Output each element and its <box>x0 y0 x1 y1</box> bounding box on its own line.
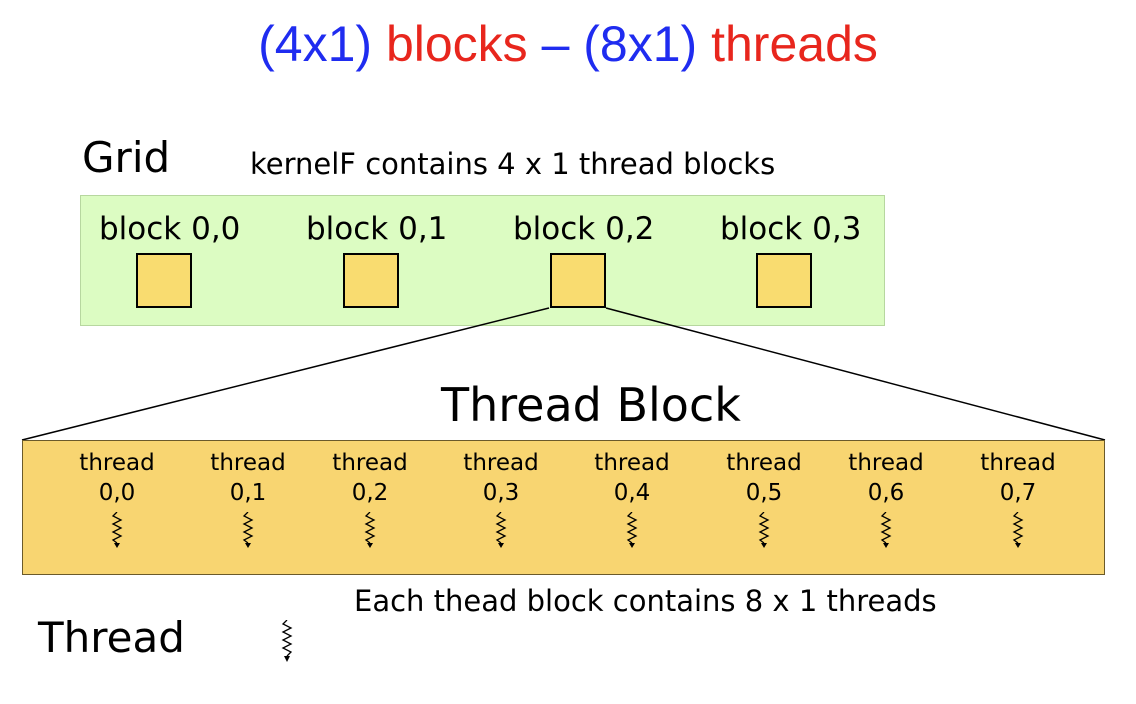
title-thread-dims: – (8x1) <box>541 16 698 72</box>
block-square <box>343 253 399 308</box>
squiggle-thread-icon <box>880 512 892 548</box>
thread-index: 0,7 <box>999 480 1037 506</box>
squiggle-thread-icon <box>281 620 293 662</box>
thread-block-caption: Each thead block contains 8 x 1 threads <box>354 584 937 618</box>
block-square <box>756 253 812 308</box>
title-blocks-word: blocks <box>385 16 528 72</box>
block-label: block 0,0 <box>99 211 241 247</box>
thread-word: thread <box>594 450 670 476</box>
thread-index: 0,6 <box>867 480 905 506</box>
squiggle-thread-icon <box>111 512 123 548</box>
block-label: block 0,2 <box>513 211 655 247</box>
thread-block-container <box>22 440 1105 575</box>
thread-word: thread <box>726 450 802 476</box>
thread-word: thread <box>210 450 286 476</box>
connector-line-right <box>605 307 1106 441</box>
block-square <box>136 253 192 308</box>
thread-index: 0,0 <box>98 480 136 506</box>
thread-item: thread 0,3 <box>451 448 551 548</box>
thread-item: thread 0,2 <box>320 448 420 548</box>
slide-title: (4x1) blocks – (8x1) threads <box>0 12 1136 76</box>
block-label: block 0,3 <box>720 211 862 247</box>
squiggle-thread-icon <box>626 512 638 548</box>
title-block-dims: (4x1) <box>258 16 373 72</box>
thread-index: 0,5 <box>745 480 783 506</box>
block-square-expanded <box>550 253 606 308</box>
thread-index: 0,3 <box>482 480 520 506</box>
grid-heading: Grid <box>82 133 171 182</box>
thread-word: thread <box>463 450 539 476</box>
block-label: block 0,1 <box>306 211 448 247</box>
grid-caption: kernelF contains 4 x 1 thread blocks <box>250 147 776 181</box>
thread-index: 0,2 <box>351 480 389 506</box>
grid-container <box>80 195 885 326</box>
thread-item: thread 0,7 <box>968 448 1068 548</box>
squiggle-thread-icon <box>1012 512 1024 548</box>
thread-item: thread 0,4 <box>582 448 682 548</box>
squiggle-thread-icon <box>364 512 376 548</box>
thread-word: thread <box>332 450 408 476</box>
thread-index: 0,4 <box>613 480 651 506</box>
thread-item: thread 0,1 <box>198 448 298 548</box>
thread-word: thread <box>848 450 924 476</box>
squiggle-thread-icon <box>758 512 770 548</box>
thread-item: thread 0,0 <box>67 448 167 548</box>
thread-item: thread 0,6 <box>836 448 936 548</box>
thread-word: thread <box>79 450 155 476</box>
thread-word: thread <box>980 450 1056 476</box>
squiggle-thread-icon <box>495 512 507 548</box>
thread-legend-label: Thread <box>38 613 185 662</box>
squiggle-thread-icon <box>242 512 254 548</box>
thread-item: thread 0,5 <box>714 448 814 548</box>
title-threads-word: threads <box>711 16 878 72</box>
thread-block-heading: Thread Block <box>441 378 741 432</box>
thread-index: 0,1 <box>229 480 267 506</box>
connector-line-left <box>21 307 550 441</box>
